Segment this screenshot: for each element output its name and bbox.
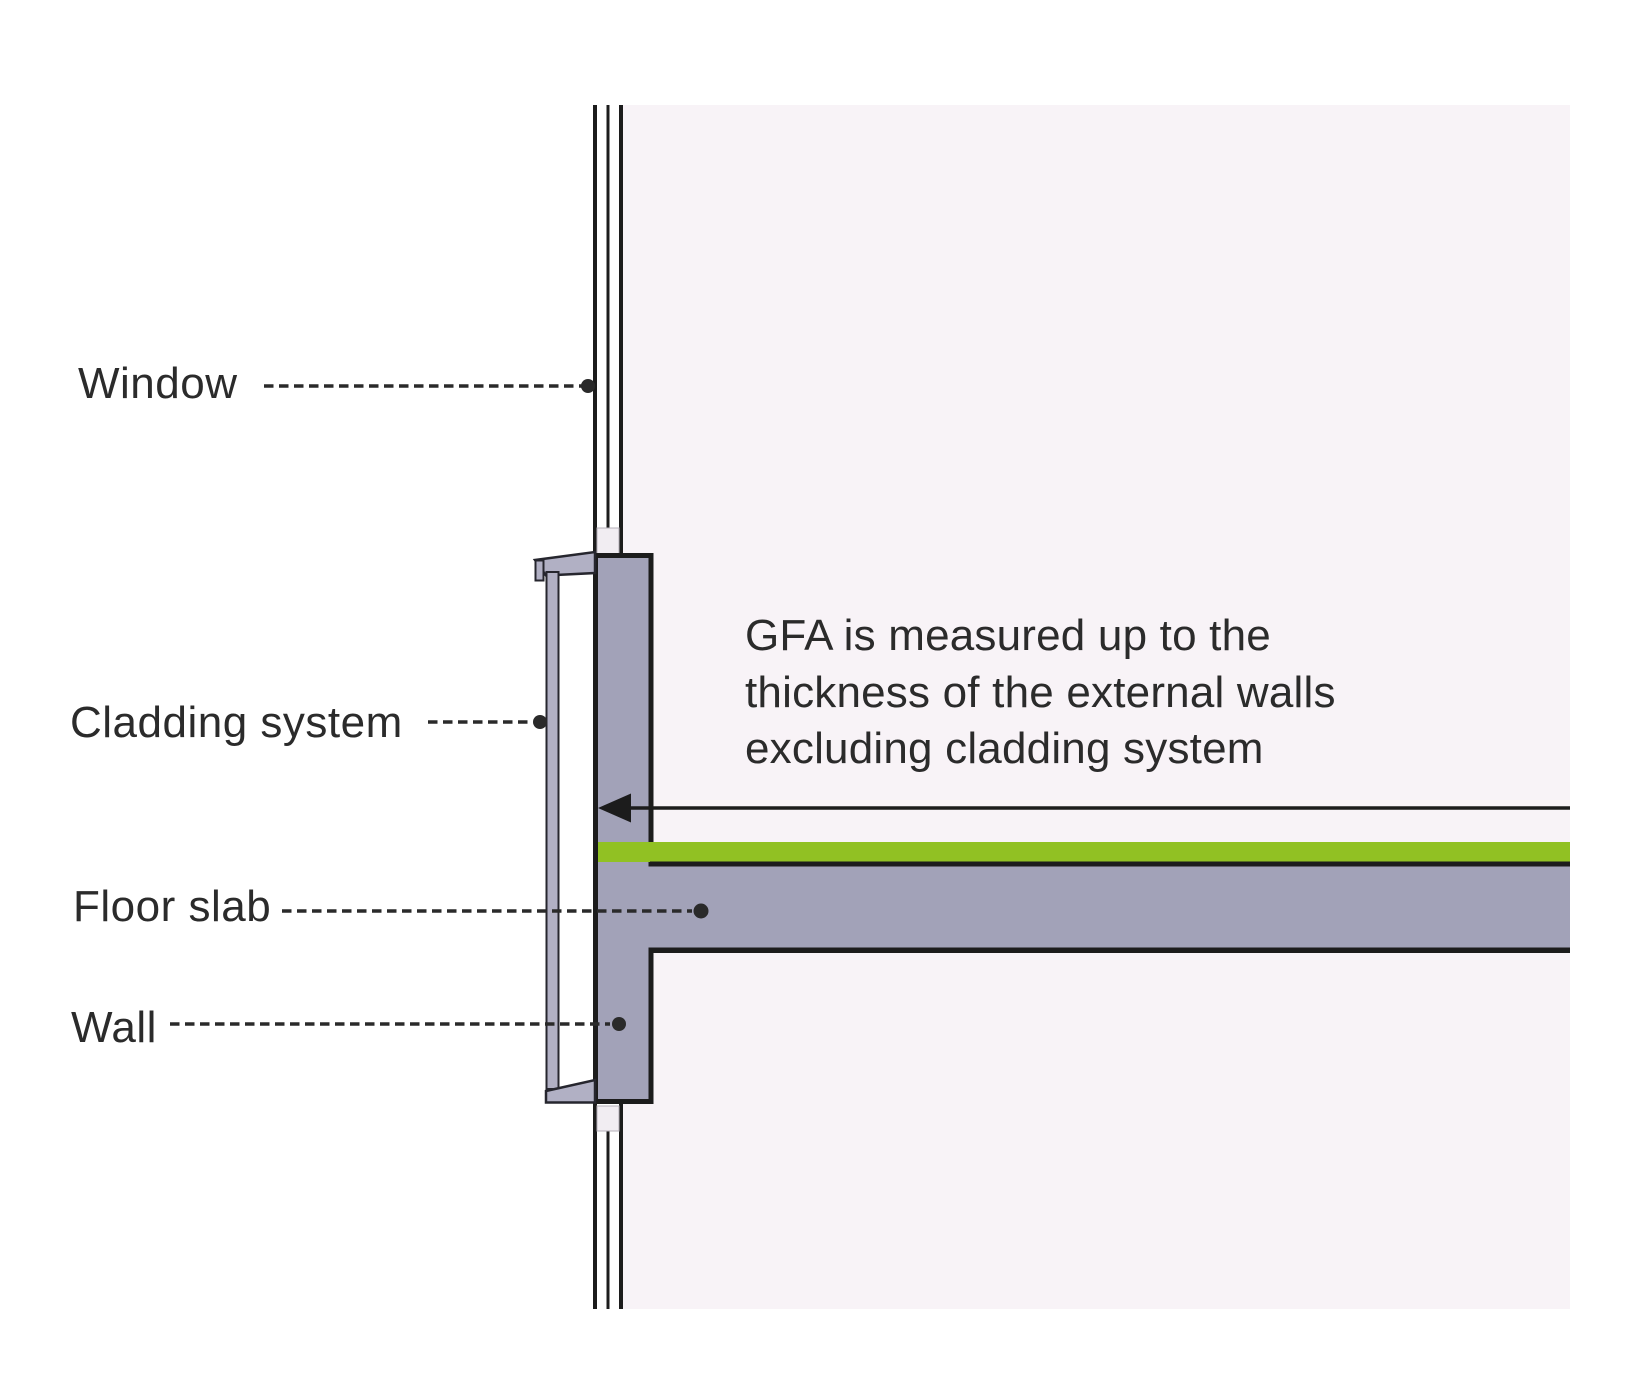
window-sill-junction — [596, 1105, 620, 1132]
gfa-measurement-strip — [598, 842, 1570, 862]
gfa-extent-arrow — [598, 793, 1570, 823]
gfa-annotation-line: excluding cladding system — [745, 724, 1264, 773]
gfa-annotation-line: thickness of the external walls — [745, 668, 1336, 717]
cladding-system-shape — [532, 550, 597, 1104]
gfa-annotation-line: GFA is measured up to the — [745, 611, 1271, 660]
left-arrowhead-icon — [598, 793, 631, 823]
window-glazing-bottom — [593, 1103, 623, 1309]
wall-leader — [170, 1017, 626, 1031]
window-pane-line — [606, 105, 610, 529]
cladding-top-hook — [534, 559, 545, 582]
wall-label: Wall — [71, 1003, 157, 1052]
window-leader — [264, 379, 595, 393]
window-label: Window — [78, 359, 238, 408]
floor-slab-leader — [282, 903, 709, 919]
slab-body — [598, 866, 1570, 948]
gfa-annotation: GFA is measured up to the thickness of t… — [745, 611, 1336, 773]
cladding-system-label: Cladding system — [70, 698, 403, 747]
leader-dot — [612, 1017, 626, 1031]
cladding-bottom-cap — [544, 1078, 597, 1104]
wall-shape — [593, 553, 654, 1104]
floor-slab-shape — [598, 842, 1570, 953]
leader-dot — [533, 715, 547, 729]
leader-dot — [581, 379, 595, 393]
leader-dot — [693, 903, 709, 919]
interior-region — [623, 105, 1570, 1309]
slab-top-edge — [650, 861, 1570, 867]
window-pane-line — [619, 105, 623, 554]
window-glazing-top — [593, 105, 623, 555]
window-pane-line — [593, 1103, 597, 1309]
slab-bottom-edge — [650, 947, 1570, 953]
cladding-panel — [545, 571, 560, 1090]
window-pane-line — [619, 1103, 623, 1309]
window-pane-line — [593, 105, 597, 554]
cladding-leader — [428, 715, 547, 729]
window-pane-line — [606, 1131, 610, 1309]
floor-slab-label: Floor slab — [73, 882, 271, 931]
window-head-junction — [596, 527, 620, 555]
